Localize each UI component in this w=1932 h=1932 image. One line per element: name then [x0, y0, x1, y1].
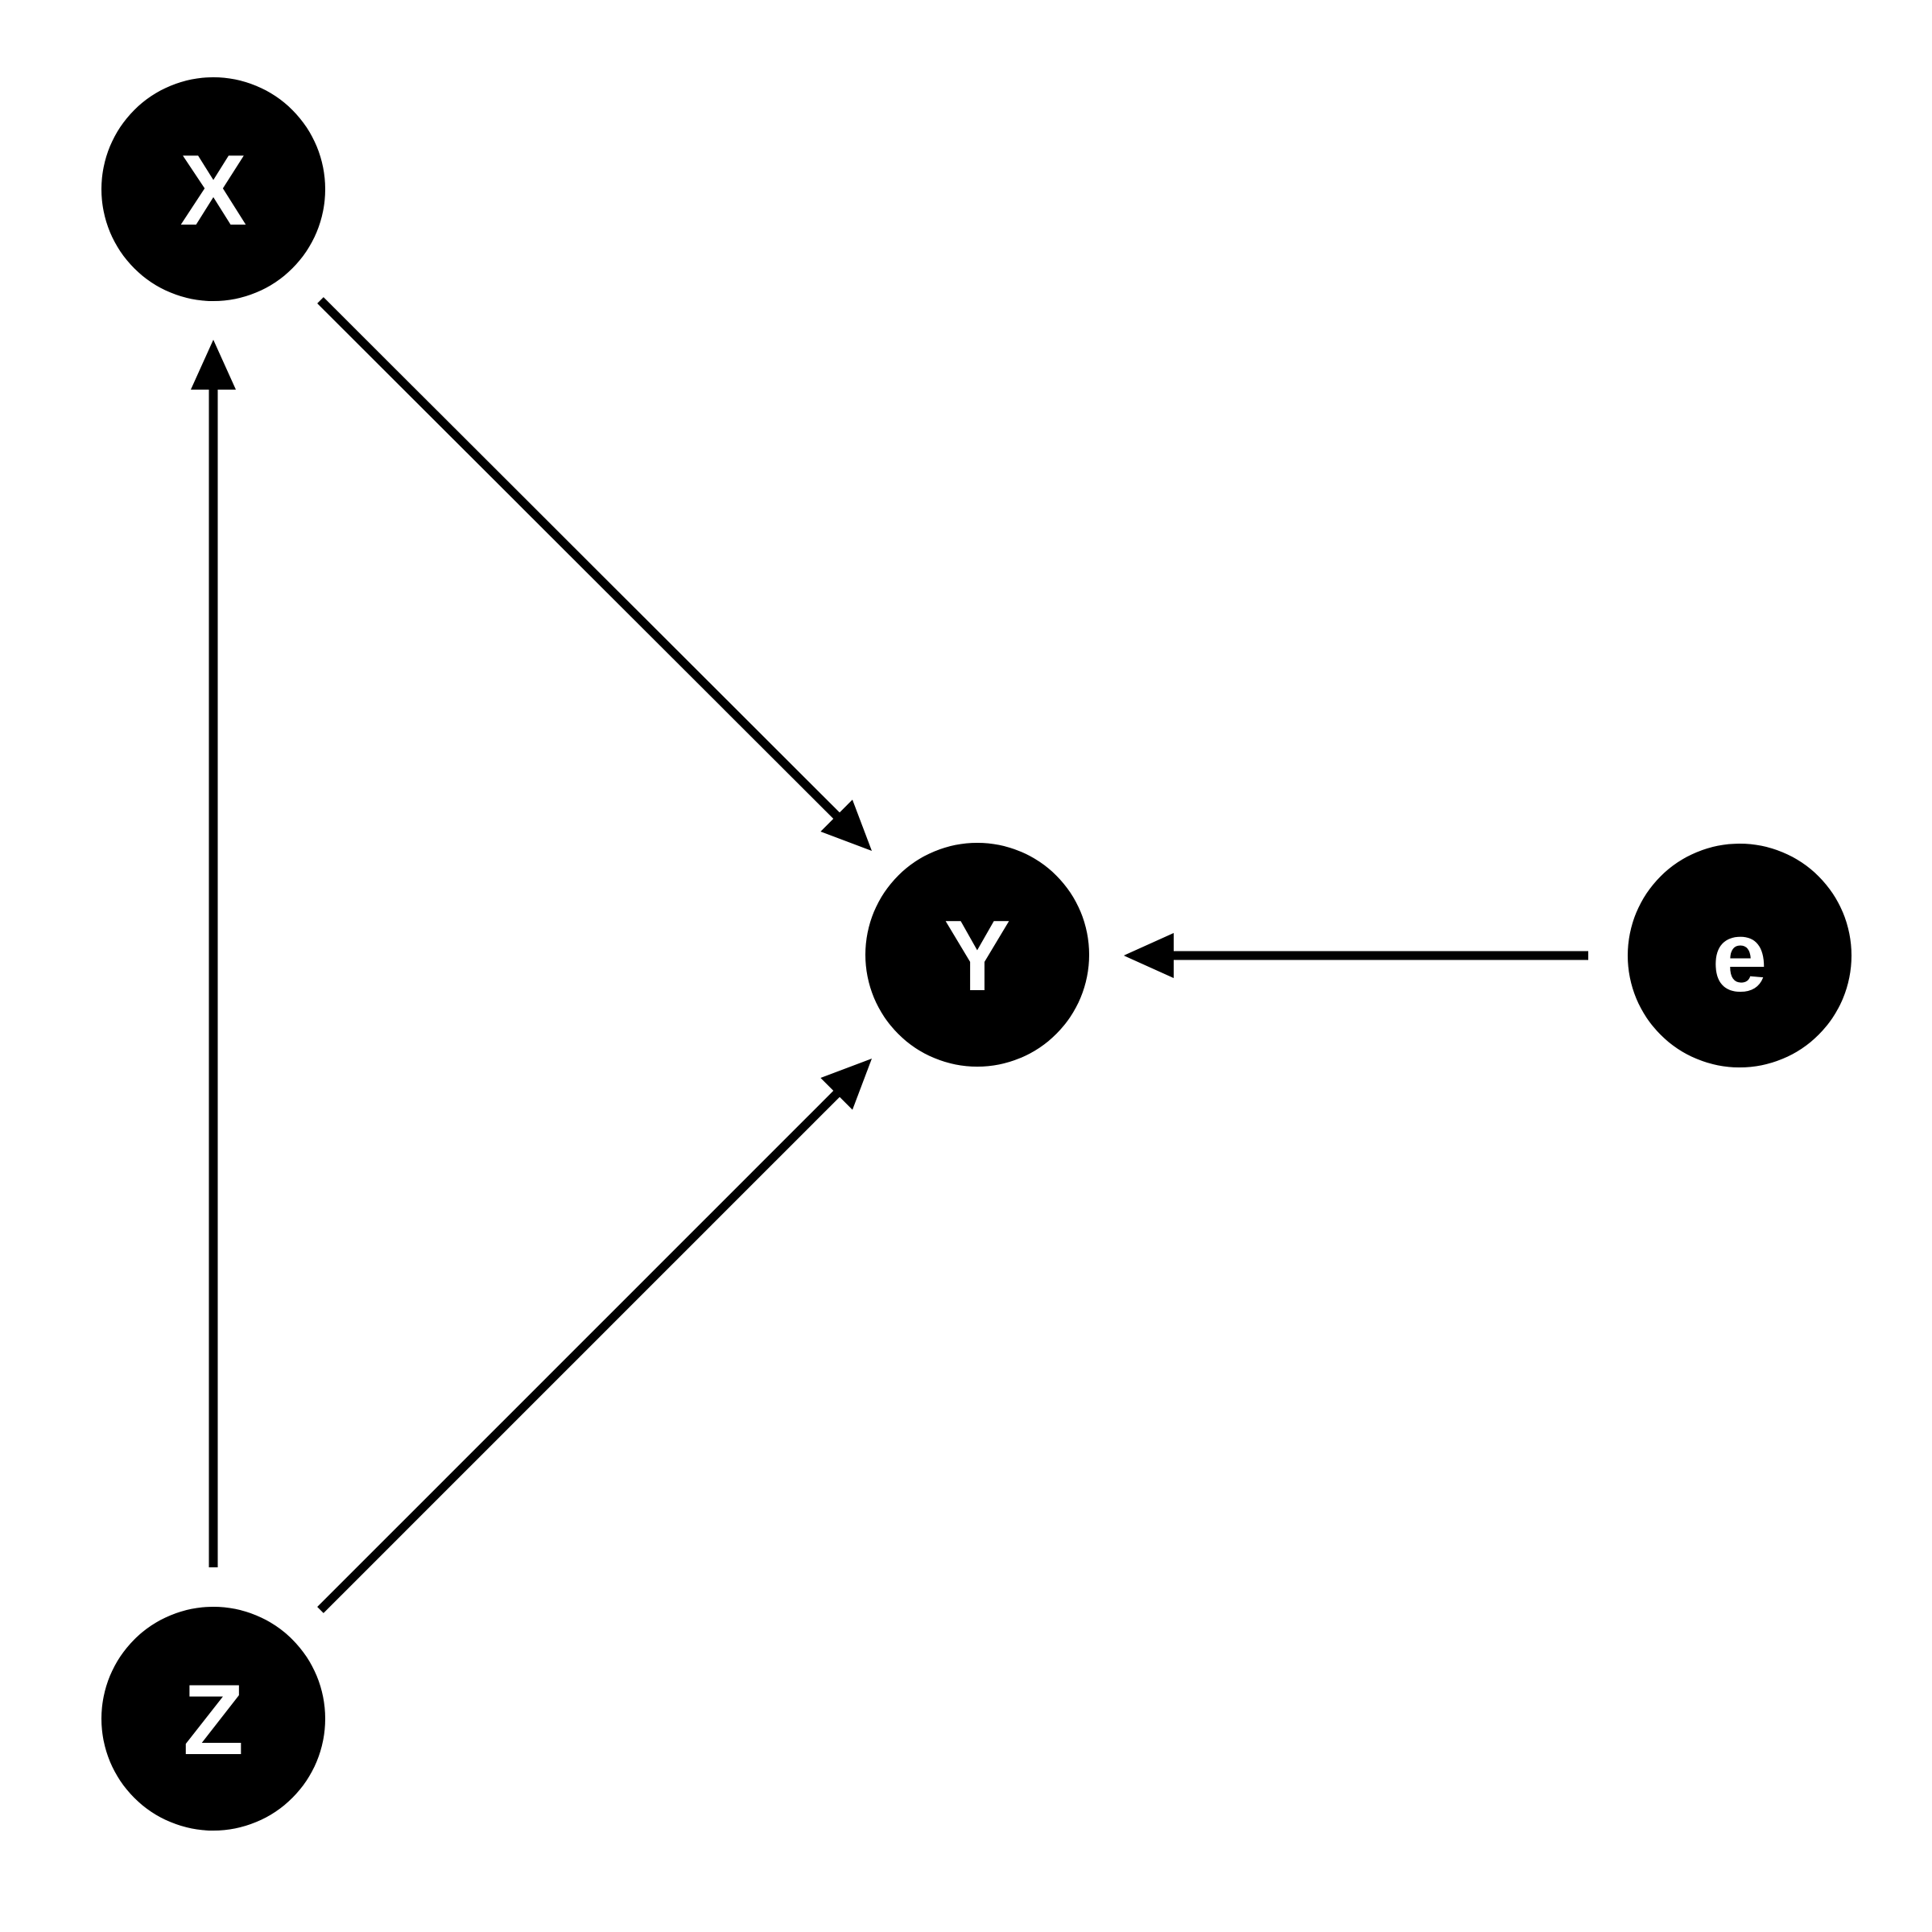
- arrowhead-icon: [820, 1059, 872, 1110]
- edge-layer: [191, 297, 1588, 1613]
- node-circle[interactable]: [1628, 844, 1852, 1067]
- node-x[interactable]: X: [101, 77, 325, 301]
- node-circle[interactable]: [101, 1607, 325, 1831]
- node-e[interactable]: e: [1628, 844, 1852, 1067]
- edge-shaft: [317, 297, 847, 826]
- arrowhead-icon: [1124, 933, 1174, 978]
- arrowhead-icon: [191, 340, 236, 390]
- edge-z-to-x: [191, 340, 236, 1567]
- arrowhead-icon: [820, 799, 872, 851]
- edge-z-to-y: [317, 1059, 872, 1613]
- node-circle[interactable]: [865, 843, 1089, 1067]
- edge-shaft: [317, 1084, 847, 1613]
- edge-e-to-y: [1124, 933, 1588, 978]
- edge-x-to-y: [317, 297, 872, 851]
- node-y[interactable]: Y: [865, 843, 1089, 1067]
- node-circle[interactable]: [101, 77, 325, 301]
- node-z[interactable]: Z: [101, 1607, 325, 1831]
